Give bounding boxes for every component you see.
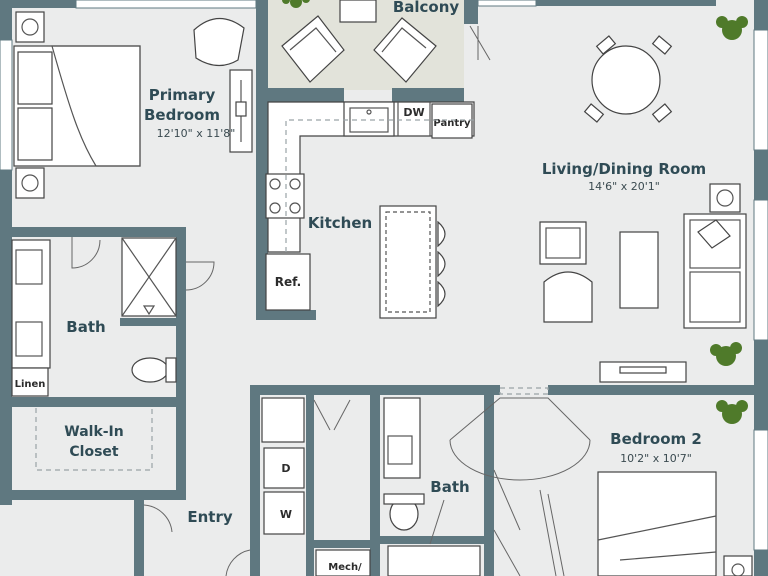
primary-bath: Linen Bath: [11, 237, 215, 397]
vanity: [383, 397, 421, 479]
linen-closet: [11, 367, 49, 397]
mech-label: Mech/: [328, 562, 362, 573]
windows: [0, 0, 768, 551]
bed: [597, 471, 717, 576]
coffee-table: [619, 231, 659, 309]
mech-closet: [315, 549, 371, 576]
armchair: [543, 271, 593, 323]
toilet: [131, 357, 169, 383]
side-table: [709, 183, 741, 213]
living-dining-room: Living/Dining Room 14'6" x 20'1": [499, 16, 748, 424]
bedroom-2-dims: 10'2" x 10'7": [620, 452, 692, 465]
bath-2-label: Bath: [430, 478, 469, 496]
entry-label: Entry: [187, 508, 232, 526]
primary-bedroom: Primary Bedroom 12'10" x 11'8": [13, 11, 253, 199]
armchair: [539, 221, 587, 265]
dining-table: [591, 45, 661, 115]
armchair: [193, 17, 245, 67]
nightstand: [15, 11, 45, 43]
balcony-chair: [281, 15, 345, 83]
walk-in-closet-label-line1: Walk-In: [64, 424, 124, 440]
living-dining-label: Living/Dining Room: [542, 160, 706, 178]
kitchen: DW Pantry Ref. Kitchen: [265, 101, 475, 319]
plant-icon: [710, 16, 748, 424]
washer-label: W: [280, 508, 292, 521]
refrigerator: [265, 253, 311, 311]
bathtub: [387, 545, 481, 576]
bedroom-2: Bedroom 2 10'2" x 10'7": [449, 397, 753, 576]
living-dining-dims: 14'6" x 20'1": [588, 180, 660, 193]
washer: [263, 491, 305, 535]
cooktop: [265, 173, 305, 219]
plant-icon: [282, 0, 310, 8]
dishwasher-label: DW: [403, 106, 424, 119]
primary-bedroom-dims: 12'10" x 11'8": [157, 127, 236, 140]
walk-in-closet-label-line2: Closet: [69, 444, 119, 460]
kitchen-island: [379, 205, 437, 319]
bar-stool: [437, 280, 446, 308]
refrigerator-label: Ref.: [275, 275, 302, 289]
balcony: Balcony: [281, 0, 491, 83]
entry: D W Mech/ Entry: [143, 397, 371, 576]
primary-bath-label: Bath: [66, 318, 105, 336]
linen-label: Linen: [15, 379, 46, 390]
bar-stool: [437, 220, 446, 248]
balcony-chair: [373, 17, 437, 83]
primary-bedroom-label-line1: Primary: [149, 86, 216, 104]
nightstand: [15, 167, 45, 199]
dryer-label: D: [281, 462, 290, 475]
balcony-label: Balcony: [393, 0, 460, 16]
vanity: [11, 239, 51, 369]
pantry-label: Pantry: [433, 118, 471, 129]
primary-bedroom-label-line2: Bedroom: [144, 106, 220, 124]
kitchen-label: Kitchen: [308, 214, 372, 232]
bath-2: Bath: [383, 397, 481, 576]
bar-stool: [437, 250, 446, 278]
walk-in-closet: Walk-In Closet: [35, 408, 153, 471]
dryer: [263, 447, 305, 489]
pantry: [431, 103, 473, 139]
nightstand: [723, 555, 753, 576]
bedroom-2-label: Bedroom 2: [610, 430, 702, 448]
kitchen-sink: [343, 101, 395, 137]
